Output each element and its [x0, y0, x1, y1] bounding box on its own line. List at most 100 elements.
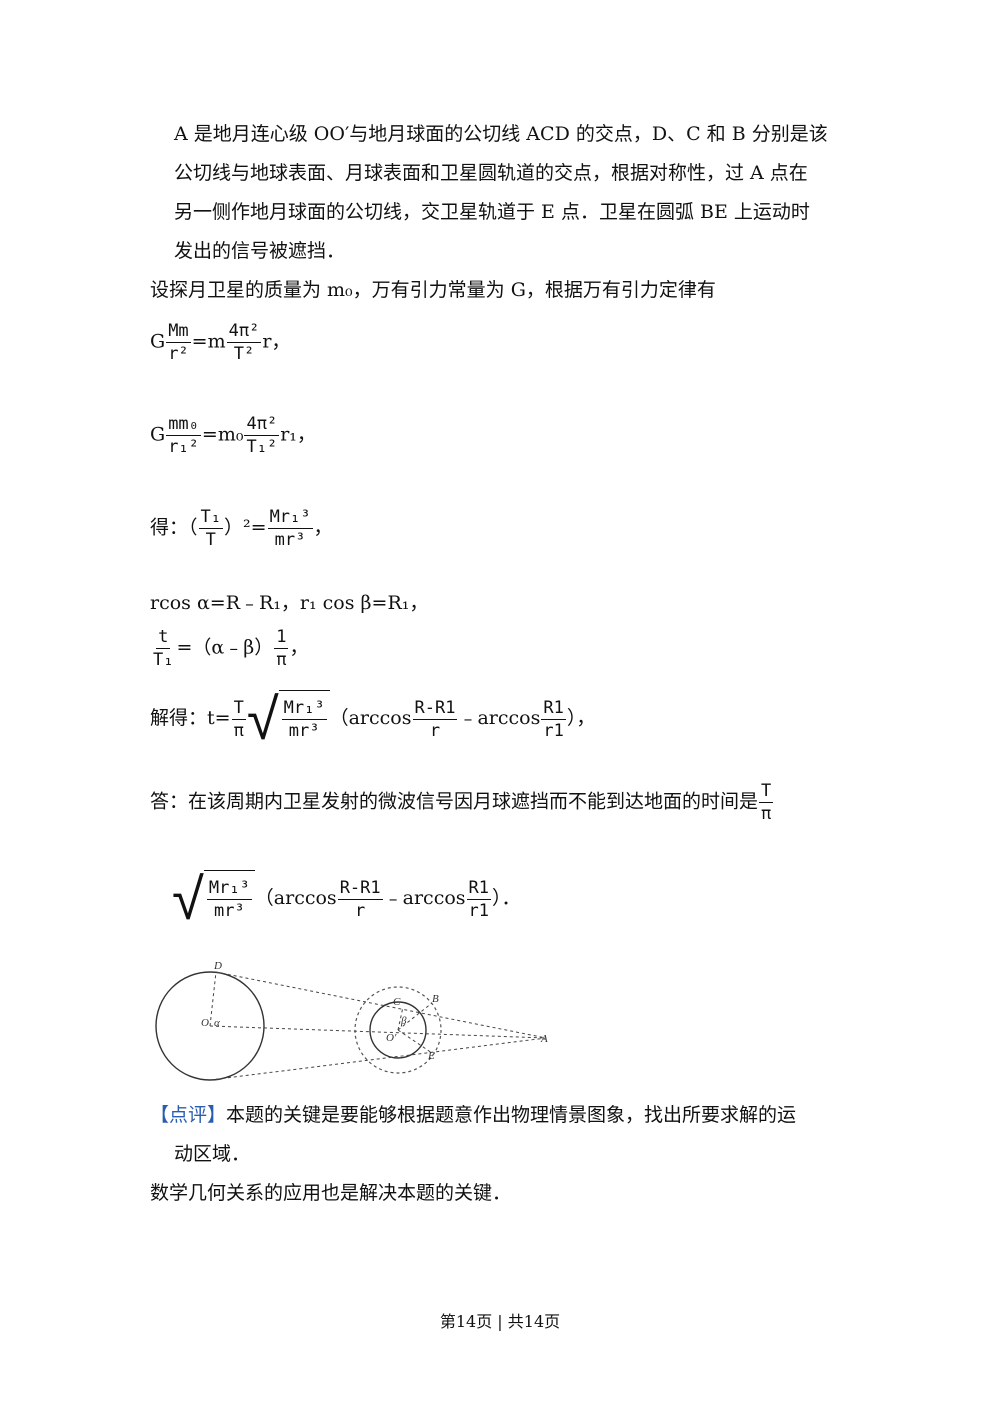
- page-footer: 第14页 | 共14页: [439, 1312, 561, 1331]
- numerator: T₁: [198, 507, 224, 529]
- eq-text: ﹣arccos: [458, 707, 541, 729]
- eq-text: ﹣arccos: [383, 887, 466, 909]
- numerator: T: [231, 697, 246, 720]
- tangent-line-lower: [209, 1037, 547, 1081]
- eq-text: ，: [313, 516, 333, 539]
- moon-orbit-circle: [354, 986, 442, 1074]
- numerator: 4π²: [226, 321, 262, 343]
- eq-text: ）²=: [224, 516, 267, 539]
- label-a: A: [540, 1033, 548, 1045]
- intro-line: 设探月卫星的质量为 m₀，万有引力常量为 G，根据万有引力定律有: [150, 279, 716, 301]
- moon-radius-oc: [397, 1006, 404, 1031]
- radical-sign: √: [172, 865, 204, 933]
- denominator: mr³: [274, 530, 306, 550]
- eq-text: =m₀: [201, 423, 244, 446]
- eq-text: =m: [191, 330, 226, 353]
- denominator: π: [761, 804, 772, 824]
- label-c: C: [393, 996, 401, 1008]
- denominator: π: [233, 720, 244, 741]
- denominator: r1: [543, 720, 564, 741]
- paragraph-line: A 是地月连心级 OO′与地月球面的公切线 ACD 的交点，D、C 和 B 分别…: [174, 123, 828, 145]
- numerator: 4π²: [244, 414, 280, 436]
- paragraph-line: 另一侧作地月球面的公切线，交卫星轨道于 E 点．卫星在圆弧 BE 上运动时: [174, 201, 810, 223]
- label-o: O: [201, 1017, 209, 1029]
- denominator: mr³: [213, 901, 245, 921]
- comment-text: 本题的关键是要能够根据题意作出物理情景图象，找出所要求解的运: [226, 1104, 797, 1126]
- denominator: mr³: [288, 721, 320, 741]
- eq-text: 得：: [150, 516, 189, 539]
- numerator: Mr₁³: [267, 507, 313, 529]
- radical-sign: √: [246, 685, 279, 753]
- eq-text: =（α﹣β）: [176, 636, 274, 659]
- label-beta: β: [400, 1015, 407, 1027]
- numerator: R1: [466, 877, 492, 900]
- numerator: 1: [274, 627, 289, 649]
- denominator: r₁²: [168, 437, 199, 457]
- eq-text: ）．: [492, 887, 521, 909]
- answer-text: 答：在该周期内卫星发射的微波信号因月球遮挡而不能到达地面的时间是: [150, 790, 759, 813]
- denominator: r: [429, 720, 441, 741]
- eq-text: G: [150, 423, 166, 446]
- numerator: Mr₁³: [281, 698, 327, 720]
- label-alpha: α: [214, 1017, 220, 1029]
- moon-circle: [369, 1001, 427, 1059]
- eq-text: （arccos: [254, 887, 337, 909]
- eq-text: ），: [566, 707, 596, 729]
- denominator: T₁²: [246, 437, 278, 457]
- numerator: Mr₁³: [206, 878, 252, 900]
- denominator: r1: [468, 900, 490, 921]
- eq-text: （: [188, 516, 198, 539]
- denominator: π: [276, 650, 287, 670]
- denominator: r²: [168, 344, 189, 364]
- eq-text: r₁，: [280, 423, 316, 446]
- label-d: D: [213, 960, 222, 972]
- numerator: Mm: [166, 321, 191, 343]
- numerator: t: [156, 627, 171, 649]
- numerator: T: [759, 781, 774, 803]
- label-b: B: [432, 993, 439, 1005]
- moon-radius-oe: [397, 1029, 433, 1054]
- comment-line-3: 数学几何关系的应用也是解决本题的关键．: [150, 1182, 512, 1204]
- eq-text: r，: [262, 330, 291, 353]
- numerator: R-R1: [412, 697, 458, 720]
- denominator: r: [355, 900, 366, 921]
- denominator: T₁: [153, 650, 174, 670]
- earth-moon-diagram: D O α C B β O′ E A: [155, 960, 548, 1081]
- label-e: E: [427, 1050, 435, 1062]
- equation-4: rcos α=R﹣R₁，r₁ cos β=R₁，: [150, 592, 429, 614]
- numerator: R-R1: [337, 877, 383, 900]
- comment-tag: 【点评】: [150, 1104, 227, 1126]
- denominator: T²: [233, 344, 255, 364]
- numerator: R1: [541, 697, 566, 720]
- eq-text: 解得：t=: [150, 707, 231, 729]
- eq-text: （arccos: [329, 707, 412, 729]
- comment-line-2: 动区域．: [174, 1143, 251, 1165]
- paragraph-line: 公切线与地球表面、月球表面和卫星圆轨道的交点，根据对称性，过 A 点在: [174, 162, 808, 184]
- denominator: T: [205, 530, 216, 550]
- eq-text: G: [150, 330, 166, 353]
